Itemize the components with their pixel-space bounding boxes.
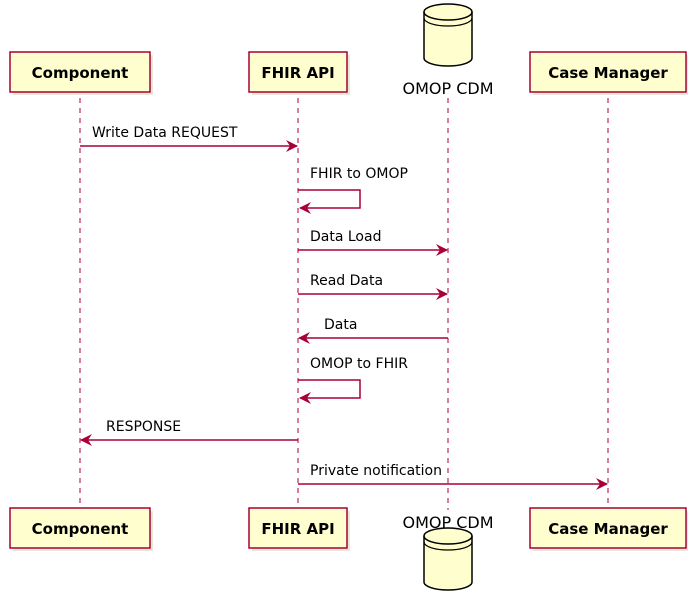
message-label: OMOP to FHIR [310, 356, 408, 372]
database-omop-bottom: OMOP CDM [402, 513, 494, 591]
participant-label: Case Manager [548, 520, 668, 538]
self-message-arrow [298, 379, 361, 404]
message-label: Data Load [310, 229, 381, 245]
participant-component-bottom: Component [9, 507, 153, 551]
self-message-arrow [298, 189, 361, 214]
participant-label: FHIR API [261, 520, 334, 538]
participant-case-top: Case Manager [529, 51, 688, 95]
participant-label: FHIR API [261, 64, 334, 82]
message-4: Data [298, 317, 448, 344]
message-7: Private notification [298, 463, 608, 490]
message-6: RESPONSE [80, 419, 298, 446]
participant-label: Component [32, 520, 129, 538]
message-label: Write Data REQUEST [92, 125, 238, 141]
message-2: Data Load [298, 229, 448, 256]
message-label: Data [324, 317, 357, 333]
participant-case-bottom: Case Manager [529, 507, 688, 551]
message-label: Private notification [310, 463, 442, 479]
participant-fhir-top: FHIR API [248, 51, 350, 95]
participant-label: OMOP CDM [402, 79, 493, 98]
message-0: Write Data REQUEST [80, 125, 298, 152]
database-omop-top: OMOP CDM [402, 3, 494, 98]
message-5: OMOP to FHIR [298, 356, 408, 404]
participant-component-top: Component [9, 51, 153, 95]
message-3: Read Data [298, 273, 448, 300]
message-1: FHIR to OMOP [298, 166, 408, 214]
participant-label: Case Manager [548, 64, 668, 82]
participant-fhir-bottom: FHIR API [248, 507, 350, 551]
message-label: RESPONSE [106, 419, 181, 435]
message-label: Read Data [310, 273, 383, 289]
message-label: FHIR to OMOP [310, 166, 408, 182]
participant-label: Component [32, 64, 129, 82]
participant-label: OMOP CDM [402, 513, 493, 532]
